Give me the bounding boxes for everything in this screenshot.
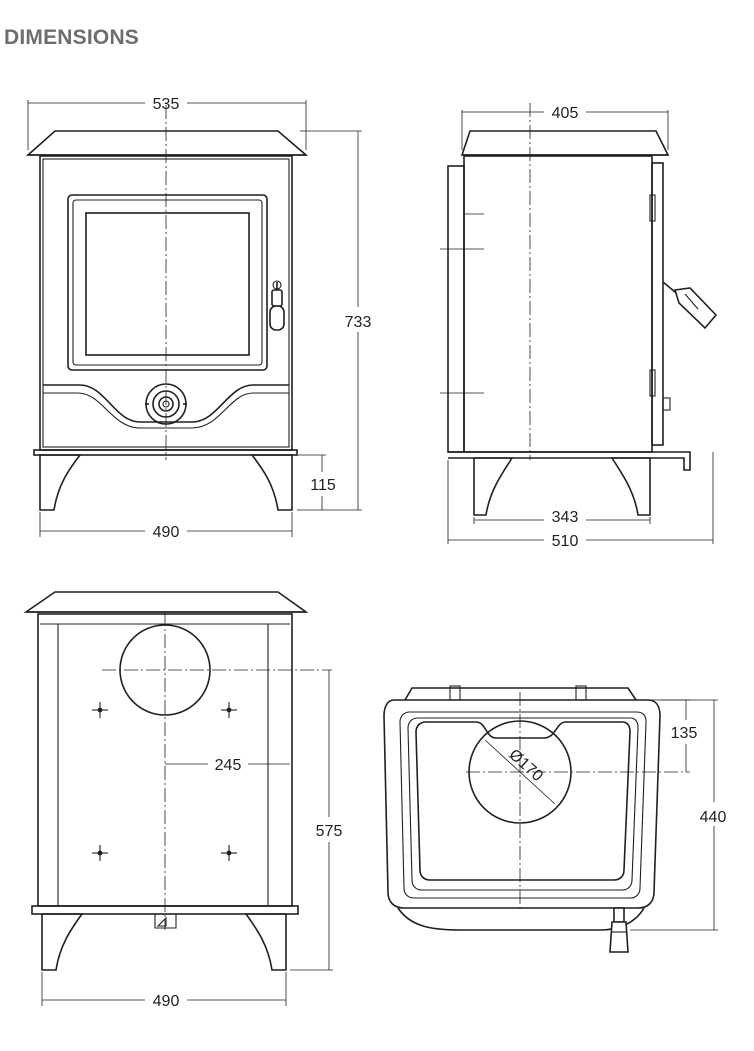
top-outlet-offset-label: 135 — [671, 725, 698, 742]
rear-view: 245 575 490 — [23, 591, 343, 1010]
front-view: 535 733 115 490 — [25, 96, 372, 541]
side-depth-label: 405 — [552, 105, 579, 122]
top-outlet-diameter-label: Ø170 — [505, 746, 546, 785]
side-leg-span-label: 343 — [552, 509, 579, 526]
front-height-label: 733 — [345, 314, 372, 331]
side-view: 405 343 510 — [440, 103, 718, 550]
top-view: Ø170 135 440 — [383, 685, 727, 953]
top-depth-label: 440 — [700, 809, 727, 826]
front-base-width-label: 490 — [153, 524, 180, 541]
page-title: DIMENSIONS — [4, 26, 140, 49]
side-total-depth-label: 510 — [552, 533, 579, 550]
front-leg-height-label: 115 — [310, 477, 336, 494]
rear-outlet-height-label: 575 — [316, 823, 343, 840]
front-width-label: 535 — [153, 96, 180, 113]
rear-outlet-centre-label: 245 — [215, 757, 242, 774]
rear-base-width-label: 490 — [153, 993, 180, 1010]
